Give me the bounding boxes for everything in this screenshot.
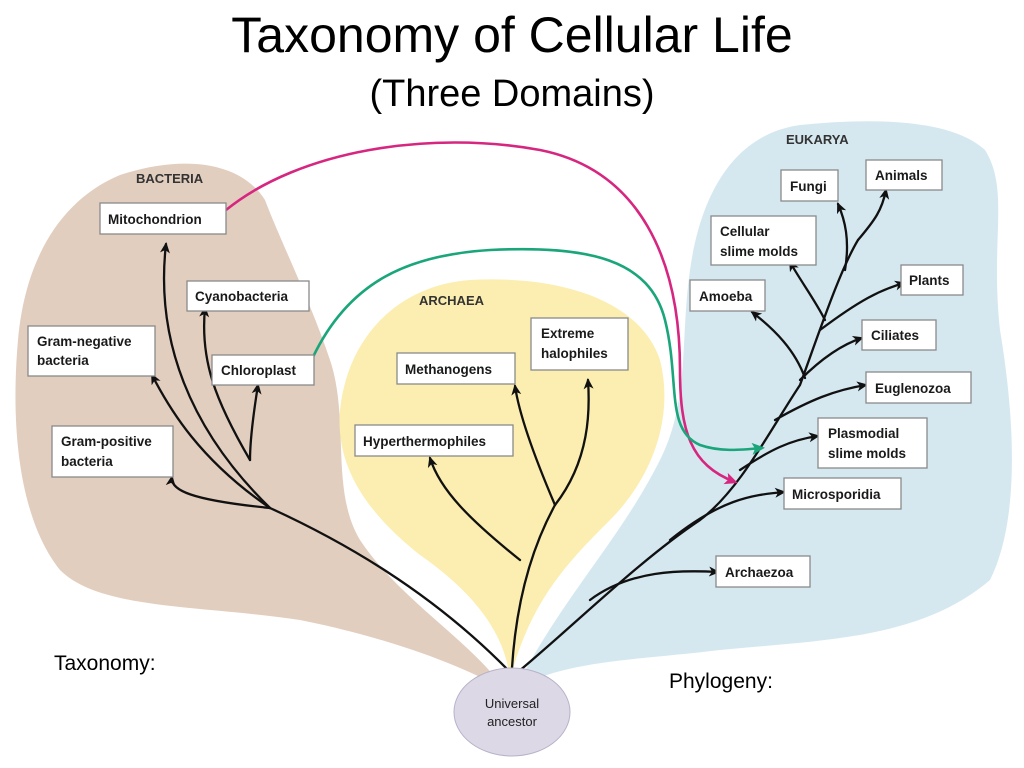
universal-ancestor: Universal ancestor	[453, 667, 571, 757]
fungi-label: Fungi	[790, 179, 827, 194]
group-ciliates: Ciliates	[861, 319, 937, 351]
cellular-slime-molds-label-line1: Cellular	[720, 224, 770, 239]
group-methanogens: Methanogens	[396, 352, 516, 385]
extreme-halophiles-label-line1: Extreme	[541, 326, 595, 341]
euglenozoa-label: Euglenozoa	[875, 381, 951, 396]
group-euglenozoa: Euglenozoa	[865, 371, 972, 404]
amoeba-label: Amoeba	[699, 289, 753, 304]
mitochondrion-endosymbiosis-arrow	[225, 141, 738, 485]
bacteria-domain-label: BACTERIA	[136, 171, 204, 186]
gram-positive-label-line1: Gram-positive	[61, 434, 152, 449]
gram-negative-label-line1: Gram-negative	[37, 334, 132, 349]
plasmodial-slime-molds-label-line1: Plasmodial	[828, 426, 899, 441]
group-microsporidia: Microsporidia	[783, 477, 902, 510]
page-title: Taxonomy of Cellular Life	[231, 7, 793, 63]
eukarya-branches	[516, 188, 906, 674]
universal-ancestor-label-line1: Universal	[485, 696, 539, 711]
hyperthermophiles-label: Hyperthermophiles	[363, 434, 486, 449]
eukarya-domain-label: EUKARYA	[786, 132, 849, 147]
archaea-domain-label: ARCHAEA	[419, 293, 485, 308]
phylogeny-label: Phylogeny:	[669, 670, 773, 693]
chloroplast-label: Chloroplast	[221, 363, 297, 378]
universal-ancestor-label-line2: ancestor	[487, 714, 538, 729]
methanogens-label: Methanogens	[405, 362, 492, 377]
group-cyanobacteria: Cyanobacteria	[186, 280, 310, 312]
group-animals: Animals	[865, 159, 943, 191]
microsporidia-label: Microsporidia	[792, 487, 881, 502]
eukarya-region	[515, 121, 1012, 691]
group-archaezoa: Archaezoa	[715, 555, 811, 588]
chloroplast-endosymbiosis-arrow	[311, 247, 765, 455]
group-plasmodial-slime-molds: Plasmodial slime molds	[817, 417, 928, 469]
group-plants: Plants	[900, 264, 964, 296]
group-gram-positive-bacteria: Gram-positive bacteria	[51, 425, 174, 478]
extreme-halophiles-label-line2: halophiles	[541, 346, 608, 361]
group-cellular-slime-molds: Cellular slime molds	[710, 215, 817, 266]
group-fungi: Fungi	[780, 169, 839, 202]
gram-positive-label-line2: bacteria	[61, 454, 113, 469]
ciliates-label: Ciliates	[871, 328, 919, 343]
bacteria-branches	[150, 242, 512, 674]
taxonomy-label: Taxonomy:	[54, 652, 156, 675]
group-amoeba: Amoeba	[689, 279, 766, 312]
group-extreme-halophiles: Extreme halophiles	[530, 317, 629, 371]
plasmodial-slime-molds-label-line2: slime molds	[828, 446, 906, 461]
animals-label: Animals	[875, 168, 928, 183]
mitochondrion-label: Mitochondrion	[108, 212, 202, 227]
cyanobacteria-label: Cyanobacteria	[195, 289, 289, 304]
group-gram-negative-bacteria: Gram-negative bacteria	[27, 325, 156, 377]
group-hyperthermophiles: Hyperthermophiles	[354, 424, 514, 457]
group-chloroplast: Chloroplast	[211, 354, 315, 386]
archaea-branches	[427, 378, 594, 670]
plants-label: Plants	[909, 273, 950, 288]
cellular-slime-molds-label-line2: slime molds	[720, 244, 798, 259]
gram-negative-label-line2: bacteria	[37, 353, 89, 368]
group-mitochondrion: Mitochondrion	[99, 202, 227, 235]
page-subtitle: (Three Domains)	[369, 73, 655, 115]
archaezoa-label: Archaezoa	[725, 565, 794, 580]
bacteria-region	[15, 163, 506, 690]
